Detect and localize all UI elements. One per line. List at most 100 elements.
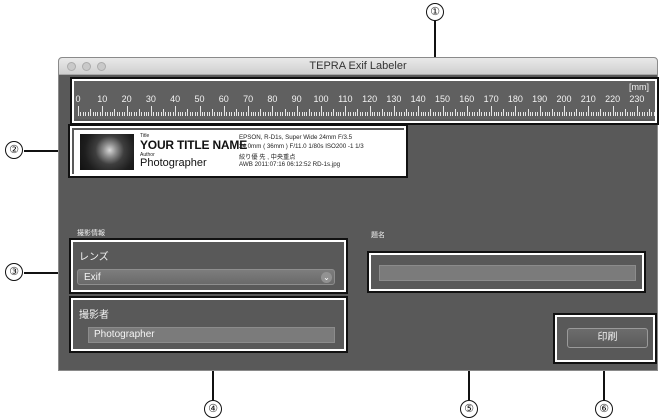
ruler-tick <box>328 112 330 116</box>
callout-3-box <box>69 238 348 294</box>
ruler-tick <box>116 112 118 116</box>
preview-title-caption: Title <box>140 133 150 139</box>
ruler-tick <box>289 112 291 116</box>
zoom-window-button[interactable] <box>97 62 106 71</box>
ruler-tick <box>483 112 485 116</box>
ruler-tick <box>641 112 643 116</box>
ruler-tick <box>209 112 211 116</box>
ruler-label: 90 <box>291 94 302 104</box>
ruler-tick <box>153 112 155 116</box>
ruler-tick <box>359 112 361 116</box>
ruler-tick <box>617 112 619 116</box>
ruler-tick <box>583 112 585 116</box>
ruler-tick <box>362 112 364 116</box>
ruler-tick <box>226 112 228 116</box>
ruler-tick <box>78 106 79 116</box>
ruler-tick <box>486 112 488 116</box>
ruler-tick <box>619 112 621 116</box>
ruler-tick <box>102 106 104 116</box>
minimize-window-button[interactable] <box>82 62 91 71</box>
ruler-tick <box>204 112 206 116</box>
title-input[interactable] <box>379 265 636 281</box>
ruler-tick <box>624 109 626 116</box>
ruler-tick <box>488 112 490 116</box>
photographer-input[interactable]: Photographer <box>88 327 335 343</box>
ruler-tick <box>121 112 123 116</box>
ruler-tick <box>413 112 415 116</box>
ruler-tick <box>549 112 551 116</box>
ruler-tick <box>279 112 281 116</box>
ruler-label: 20 <box>121 94 132 104</box>
ruler-tick <box>469 112 471 116</box>
ruler-tick <box>197 112 199 116</box>
print-button[interactable]: 印刷 <box>567 328 648 348</box>
callout-2: ② <box>5 141 23 159</box>
callout-3: ③ <box>5 263 23 281</box>
photographer-input-value: Photographer <box>94 329 155 340</box>
ruler-tick <box>532 112 534 116</box>
ruler-tick <box>527 109 529 116</box>
ruler-tick <box>306 112 308 116</box>
ruler-tick <box>610 112 612 116</box>
ruler-tick <box>393 106 395 116</box>
ruler-tick <box>534 112 536 116</box>
ruler-tick <box>126 106 128 116</box>
ruler-tick <box>286 112 288 116</box>
ruler-tick <box>85 112 87 116</box>
ruler-tick <box>160 112 162 116</box>
ruler-tick <box>214 112 216 116</box>
ruler-tick <box>546 112 548 116</box>
ruler-tick <box>544 112 546 116</box>
ruler-tick <box>581 112 582 116</box>
ruler-tick <box>150 106 152 116</box>
ruler-tick <box>347 112 349 116</box>
ruler-tick <box>274 112 276 116</box>
ruler-tick <box>406 109 408 116</box>
ruler-tick <box>568 112 570 116</box>
ruler-tick <box>559 112 561 116</box>
ruler-tick <box>163 109 165 116</box>
ruler-tick <box>136 112 138 116</box>
ruler-tick <box>651 112 653 116</box>
callout-2-box <box>68 124 408 178</box>
preview-info-line-3: 絞り優 先 , 中央重点 <box>239 154 296 161</box>
ruler-tick <box>172 112 174 116</box>
ruler-tick <box>408 112 410 116</box>
ruler-tick <box>600 109 602 116</box>
ruler-label: 210 <box>580 94 596 104</box>
callout-6: ⑥ <box>595 400 613 418</box>
ruler-tick <box>505 112 507 116</box>
ruler-tick <box>556 112 558 116</box>
close-window-button[interactable] <box>67 62 76 71</box>
ruler-tick <box>192 112 194 116</box>
ruler-tick <box>471 112 473 116</box>
ruler-tick <box>260 109 262 116</box>
ruler-tick <box>607 112 609 116</box>
ruler-tick <box>612 106 614 116</box>
ruler-tick <box>452 112 454 116</box>
ruler-tick <box>87 112 89 116</box>
ruler-tick <box>114 109 116 116</box>
ruler-tick <box>427 112 429 116</box>
ruler-tick <box>491 106 493 116</box>
ruler-tick <box>374 112 376 116</box>
ruler-tick <box>364 112 366 116</box>
ruler-tick <box>238 112 240 116</box>
ruler-tick <box>129 112 131 116</box>
ruler-tick <box>423 112 425 116</box>
ruler-tick <box>588 106 590 116</box>
ruler-tick <box>342 112 344 116</box>
ruler-tick <box>474 112 476 116</box>
ruler-tick <box>615 112 617 116</box>
ruler-tick <box>593 112 595 116</box>
ruler-tick <box>146 112 148 116</box>
ruler-tick <box>180 112 182 116</box>
chevron-down-icon: ⌄ <box>321 272 332 283</box>
ruler-tick <box>223 106 225 116</box>
ruler-tick <box>301 112 303 116</box>
ruler-tick <box>639 112 641 116</box>
ruler-tick <box>82 112 84 116</box>
ruler-tick <box>435 112 437 116</box>
lens-select[interactable]: Exif ⌄ <box>77 269 335 285</box>
ruler-tick <box>564 106 565 116</box>
